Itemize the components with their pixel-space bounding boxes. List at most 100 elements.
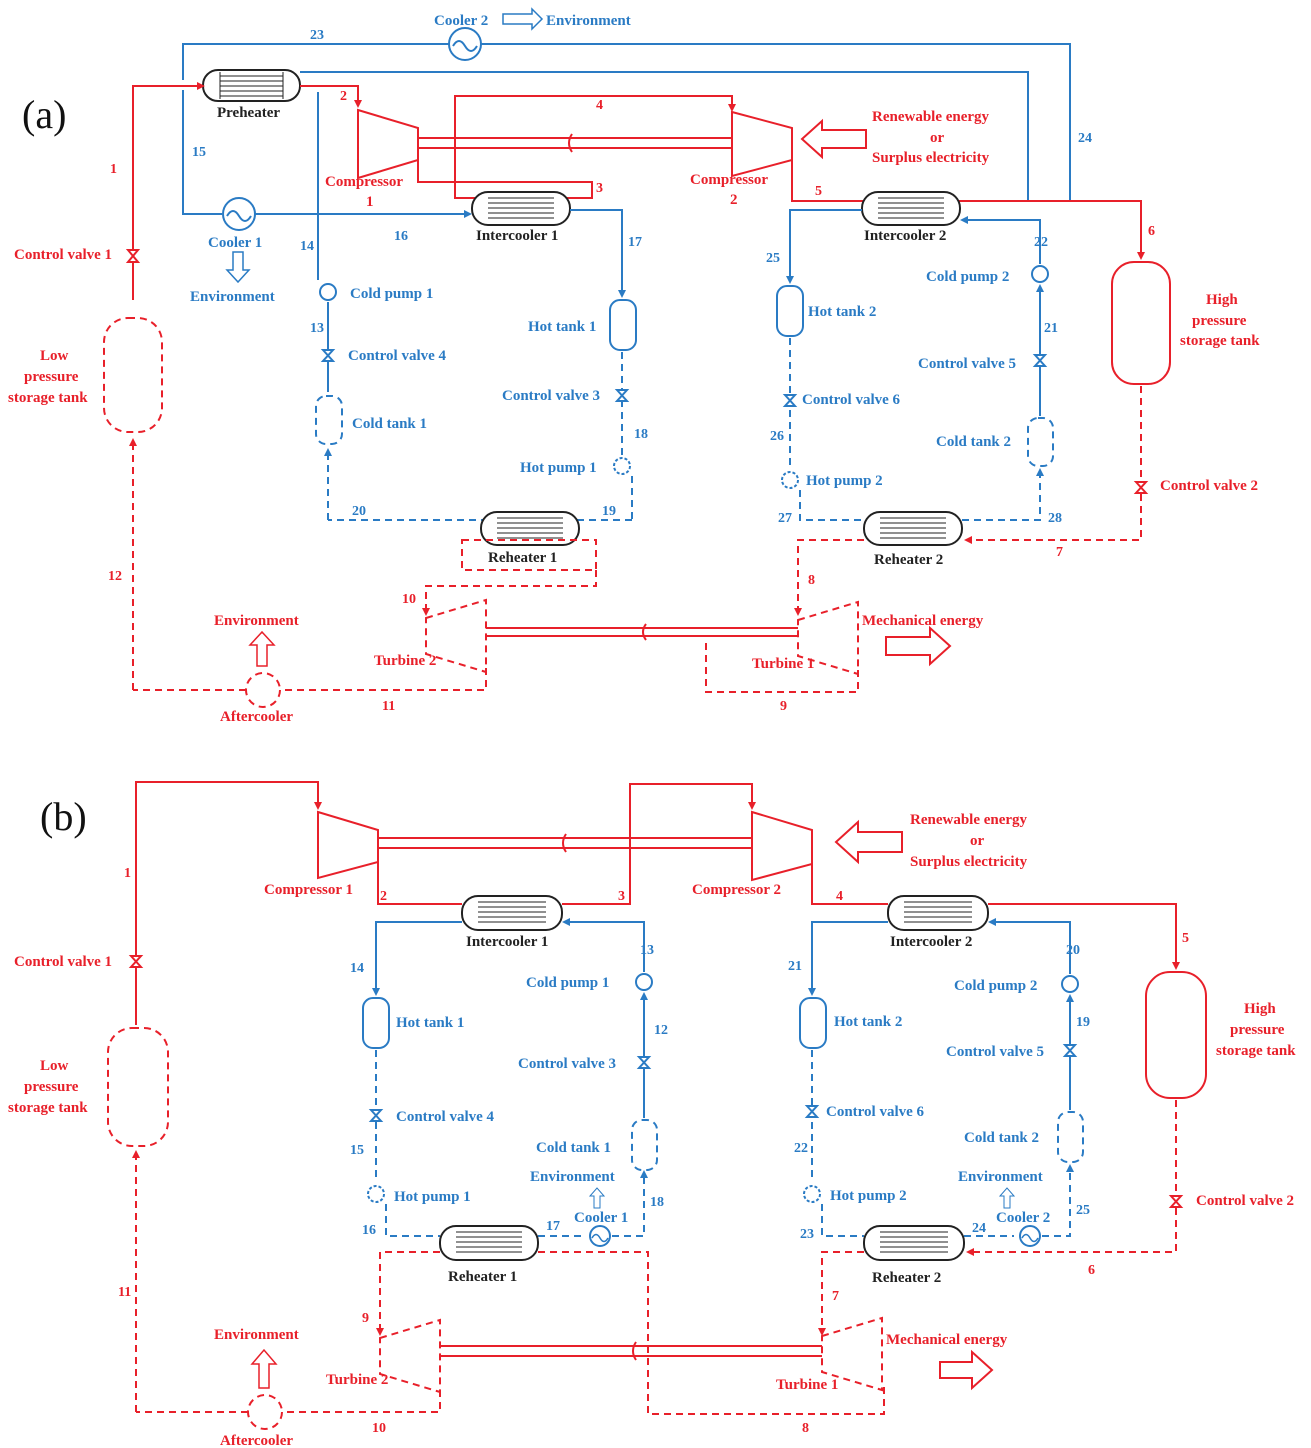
stream-15: 15: [192, 145, 206, 160]
intercooler-2-label: Intercooler 2: [864, 228, 946, 244]
b-stream-3-line: [562, 783, 756, 905]
stream-1: 1: [110, 162, 117, 177]
b-compressor-1-icon: [317, 810, 379, 880]
environment-c1-label: Environment: [190, 289, 275, 305]
b-compressor-2-label: Compressor 2: [692, 882, 781, 898]
b-turbine-2-icon: [379, 1318, 441, 1394]
b-control-valve-6-label: Control valve 6: [826, 1104, 925, 1120]
b-low-pressure-tank: [107, 1027, 169, 1147]
hot-pump-1-label: Hot pump 1: [520, 460, 597, 476]
b-hot-pump-2-icon: [803, 1185, 821, 1203]
turbine-2-label: Turbine 2: [374, 653, 436, 669]
control-valve-6-icon: [782, 394, 798, 407]
cooler2-label: Cooler 2: [434, 13, 488, 29]
cold-pump-2-icon: [1031, 265, 1049, 283]
panel-b: (b) 1 Control valve 1 Low pressure stora…: [8, 781, 1296, 1448]
b-turbine-2-label: Turbine 2: [326, 1372, 388, 1388]
intercooler-1-label: Intercooler 1: [476, 228, 558, 244]
b-stream-8-line: [538, 1251, 885, 1415]
compressor-2-label-a: Compressor: [690, 172, 768, 188]
hot-pump-1-icon: [613, 457, 631, 475]
hot-tank-2-label: Hot tank 2: [808, 304, 876, 320]
b-stream-23: 23: [800, 1227, 814, 1242]
b-compressor-2-icon: [751, 810, 813, 882]
b-stream-3: 3: [618, 889, 625, 904]
b-hp-1: High: [1244, 1001, 1276, 1017]
stream-19: 19: [602, 504, 616, 519]
b-control-valve-5-label: Control valve 5: [946, 1044, 1044, 1060]
b-stream-13: 13: [640, 943, 654, 958]
stream-24-line: [300, 71, 1029, 200]
b-environment-after-label: Environment: [214, 1327, 299, 1343]
b-stream-18: 18: [650, 1195, 664, 1210]
b-stream-25: 25: [1076, 1203, 1090, 1218]
stream-18: 18: [634, 427, 648, 442]
stream-21: 21: [1044, 321, 1058, 336]
stream-5: 5: [815, 184, 822, 199]
stream-3: 3: [596, 181, 603, 196]
reheater-1-label: Reheater 1: [488, 550, 557, 566]
lp-label-1: Low: [40, 348, 69, 364]
turbine-1-label: Turbine 1: [752, 656, 814, 672]
b-cold-tank-2-label: Cold tank 2: [964, 1130, 1039, 1146]
b-hp-2: pressure: [1230, 1022, 1285, 1038]
b-control-valve-2-icon: [1168, 1195, 1184, 1208]
stream-6: 6: [1148, 224, 1155, 239]
b-cold-pump-2-icon: [1061, 975, 1079, 993]
stream-13: 13: [310, 321, 324, 336]
b-hot-tank-1: [362, 997, 390, 1049]
preheater-label: Preheater: [217, 105, 280, 121]
b-stream-10: 10: [372, 1421, 386, 1436]
stream-27: 27: [778, 511, 792, 526]
b-intercooler-1: [461, 895, 563, 931]
environment-after-a-label: Environment: [214, 613, 299, 629]
stream-7: 7: [1056, 545, 1063, 560]
hot-pump-2-label: Hot pump 2: [806, 473, 883, 489]
compressor-2-label-b: 2: [730, 192, 738, 208]
b-hot-tank-2-label: Hot tank 2: [834, 1014, 902, 1030]
stream-28: 28: [1048, 511, 1062, 526]
control-valve-3-label: Control valve 3: [502, 388, 600, 404]
b-stream-6: 6: [1088, 1263, 1095, 1278]
b-stream-17: 17: [546, 1219, 560, 1234]
b-hot-tank-2: [799, 997, 827, 1049]
panel-a: (a) Preheater 23 24 Cooler 2 Environment…: [8, 7, 1260, 725]
control-valve-5-label: Control valve 5: [918, 356, 1016, 372]
stream-5-6-line: [791, 160, 1145, 260]
compressor-1-label-b: 1: [366, 194, 374, 210]
renewable-a-3: Surplus electricity: [872, 150, 990, 166]
b-cooler-1-label: Cooler 1: [574, 1210, 628, 1226]
b-reheater-2-label: Reheater 2: [872, 1270, 941, 1286]
stream-14: 14: [300, 239, 314, 254]
b-reheater-1: [439, 1225, 539, 1261]
b-stream-4: 4: [836, 889, 843, 904]
aftercooler-a-icon: [245, 672, 281, 708]
b-stream-14-line: [372, 921, 462, 996]
control-valve-1-icon: [125, 249, 141, 263]
b-stream-4-line: [811, 864, 888, 905]
b-control-valve-2-label: Control valve 2: [1196, 1193, 1294, 1209]
stream-9-line: [705, 640, 859, 693]
b-stream-11: 11: [118, 1285, 131, 1300]
b-aftercooler-icon: [247, 1394, 283, 1430]
hot-pump-2-icon: [781, 471, 799, 489]
b-stream-7-line: [818, 1251, 864, 1336]
b-stream-2: 2: [380, 889, 387, 904]
b-hot-pump-2-label: Hot pump 2: [830, 1188, 907, 1204]
stream-20: 20: [352, 504, 366, 519]
b-cold-pump-2-label: Cold pump 2: [954, 978, 1037, 994]
compressor-2-icon: [731, 110, 793, 178]
control-valve-3-icon: [614, 389, 630, 402]
control-valve-2-label: Control valve 2: [1160, 478, 1258, 494]
b-control-valve-4-icon: [368, 1109, 384, 1122]
lp-label-3: storage tank: [8, 390, 88, 406]
stream-11: 11: [382, 699, 395, 714]
b-cooler-2-label: Cooler 2: [996, 1210, 1050, 1226]
reheater-1: [480, 511, 580, 546]
b-stream-19: 19: [1076, 1015, 1090, 1030]
environment-top-label: Environment: [546, 13, 631, 29]
cold-tank-1: [315, 395, 343, 445]
b-stream-21-line: [808, 921, 888, 996]
b-hot-pump-1-icon: [367, 1185, 385, 1203]
control-valve-1-label: Control valve 1: [14, 247, 112, 263]
